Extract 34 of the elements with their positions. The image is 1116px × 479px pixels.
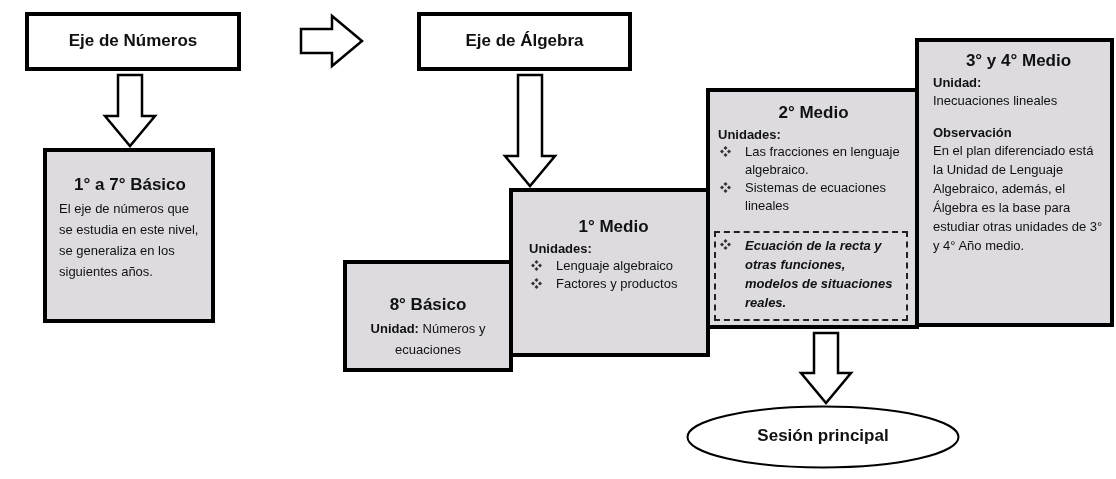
level-box [509, 188, 710, 357]
block-arrow [798, 331, 854, 405]
body-text: Inecuaciones lineales [933, 92, 1059, 110]
block-arrow [502, 73, 558, 188]
list-item: Lenguaje algebraico [556, 257, 674, 275]
title-box [417, 12, 632, 71]
heading: Sesión principal [757, 425, 889, 447]
section-label: Unidades: [718, 126, 782, 143]
heading: 1° a 7° Básico [73, 174, 187, 196]
heading: 2° Medio [777, 102, 850, 124]
unit-text: Unidad: Números y ecuaciones [369, 320, 487, 359]
section-label: Observación [933, 124, 1013, 141]
level-box [343, 260, 513, 372]
block-arrow [102, 73, 158, 148]
body-text: En el plan diferenciado está la Unidad de Lenguaje Algebraico, además, el Álgebra es la base para estudiar otras unidades de 3° y 4° Año medio. [933, 142, 1104, 255]
ellipse-node [686, 405, 960, 469]
level-box [706, 88, 919, 329]
heading: 3° y 4° Medio [964, 50, 1073, 72]
block-arrow [299, 13, 364, 69]
level-box [43, 148, 215, 323]
heading: 8° Básico [388, 294, 468, 316]
heading: 1° Medio [577, 216, 650, 238]
title-box [25, 12, 241, 71]
list-item: Factores y productos [556, 275, 678, 293]
section-label: Unidades: [529, 240, 593, 257]
section-label: Unidad: [933, 74, 983, 91]
list-item: Sistemas de ecuaciones lineales [745, 179, 887, 215]
heading: Eje de Álgebra [465, 29, 584, 52]
body-text: El eje de números que se estudia en este nivel, se generaliza en los siguientes años. [59, 200, 200, 281]
list-item: Ecuación de la recta y otras funciones, modelos de situaciones reales. [745, 237, 894, 312]
heading: Eje de Números [68, 29, 198, 52]
level-box [915, 38, 1114, 327]
dashed-box [714, 231, 908, 321]
list-item: Las fracciones en lenguaje algebraico. [745, 143, 901, 179]
